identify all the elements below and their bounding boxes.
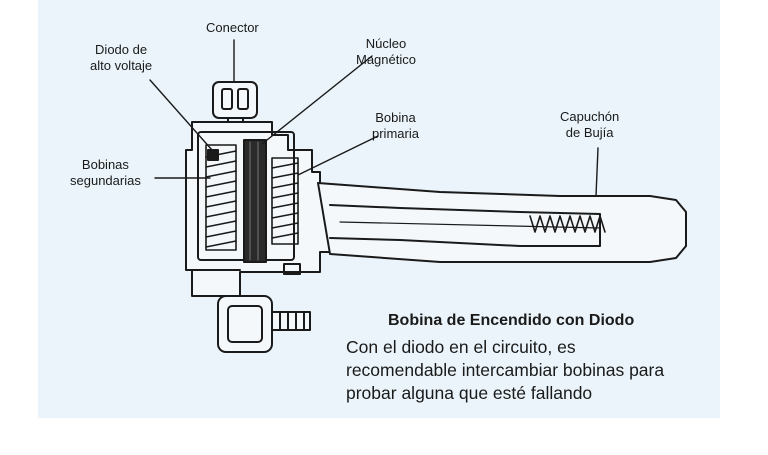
- primary-coils: [271, 157, 299, 245]
- leader-lines: [149, 39, 599, 197]
- label-conector: Conector: [206, 20, 259, 35]
- label-diodo: Diodo de alto voltaje: [90, 42, 153, 73]
- spark-spring: [529, 215, 606, 233]
- spark-plug-boot: [317, 182, 687, 263]
- label-nucleo: Núcleo Magnético: [356, 36, 416, 67]
- caption-body: Con el diodo en el circuito, es recomend…: [346, 337, 665, 403]
- mounting-bolt: [217, 295, 311, 353]
- housing-screw: [283, 263, 301, 275]
- magnetic-core: [243, 139, 267, 263]
- label-bobinas-segundarias: Bobinas segundarias: [70, 157, 141, 188]
- label-capuchon: Capuchón de Bujía: [560, 109, 620, 140]
- high-voltage-diode: [207, 149, 219, 161]
- secondary-coils: [205, 144, 237, 251]
- caption-title: Bobina de Encendido con Diodo: [388, 312, 635, 329]
- label-bobina-primaria: Bobina primaria: [372, 110, 419, 141]
